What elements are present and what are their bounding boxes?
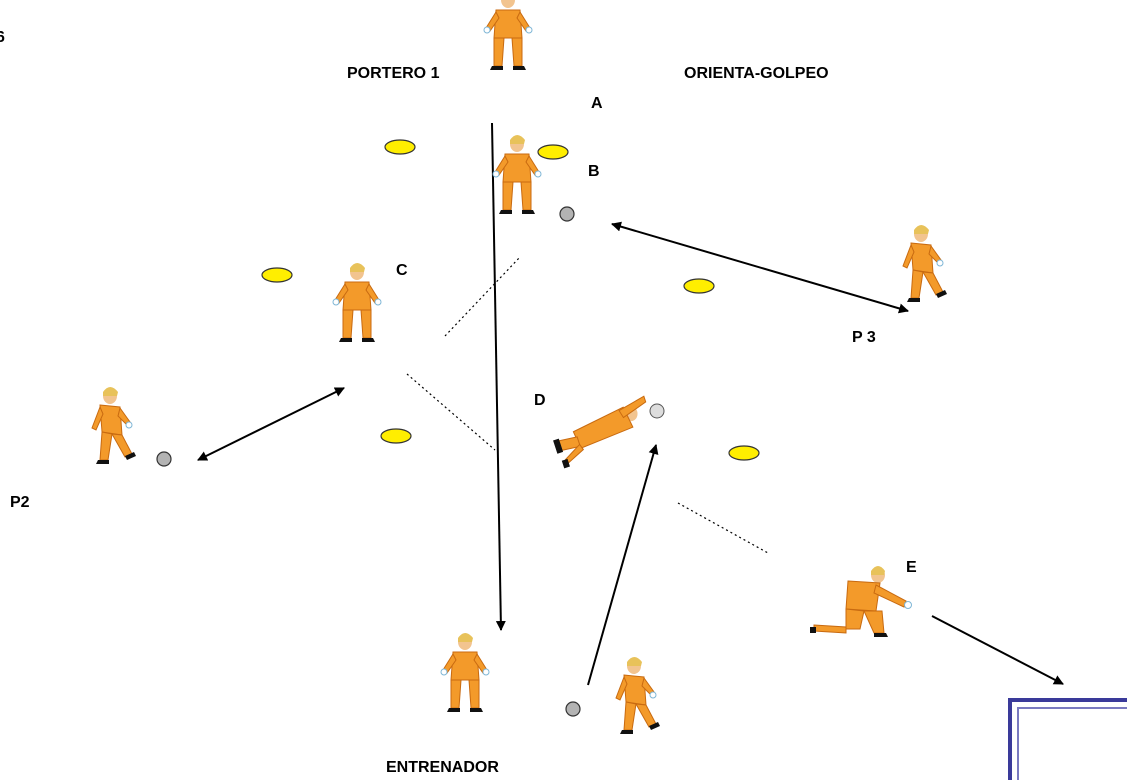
keeper-e-kneeling [810,566,912,637]
cone [384,139,416,155]
label-e: E [906,559,917,576]
cone [537,144,569,160]
dotted-line [677,502,769,554]
dotted-guides [406,256,769,554]
ball [565,701,581,717]
dotted-line [444,256,521,337]
keeper-c [332,262,382,343]
label-p2: P2 [10,494,30,511]
page-number: 6 [0,29,5,46]
arrows [197,122,1064,686]
keeper-p2 [91,386,137,465]
cone [683,278,715,294]
cone [261,267,293,283]
cone [380,428,412,444]
arrow-a-to-coach [491,122,506,631]
ball [156,451,172,467]
keeper-p3 [902,224,948,303]
ball-held [649,403,665,419]
label-d: D [534,392,546,409]
drill-title: ORIENTA-GOLPEO [684,65,829,82]
arrow-coach-d [587,444,659,686]
label-c: C [396,262,408,279]
label-p3: P 3 [852,329,876,346]
cone [728,445,760,461]
label-portero-1: PORTERO 1 [347,65,440,82]
label-b: B [588,163,600,180]
balls [156,206,665,717]
ball [559,206,575,222]
arrow-e-goal [931,615,1064,685]
keeper-coach [440,632,490,713]
dotted-line [406,373,496,451]
arrow-p2-c [197,387,345,461]
goal-frame [1008,698,1127,780]
keeper-b [492,134,542,215]
keeper-portero-1 [483,0,533,71]
keeper-coach-kicker [615,656,661,735]
arrow-b-p3 [611,221,909,314]
label-entrenador: ENTRENADOR [386,759,499,776]
label-a: A [591,95,603,112]
keeper-d-diving [553,395,647,469]
